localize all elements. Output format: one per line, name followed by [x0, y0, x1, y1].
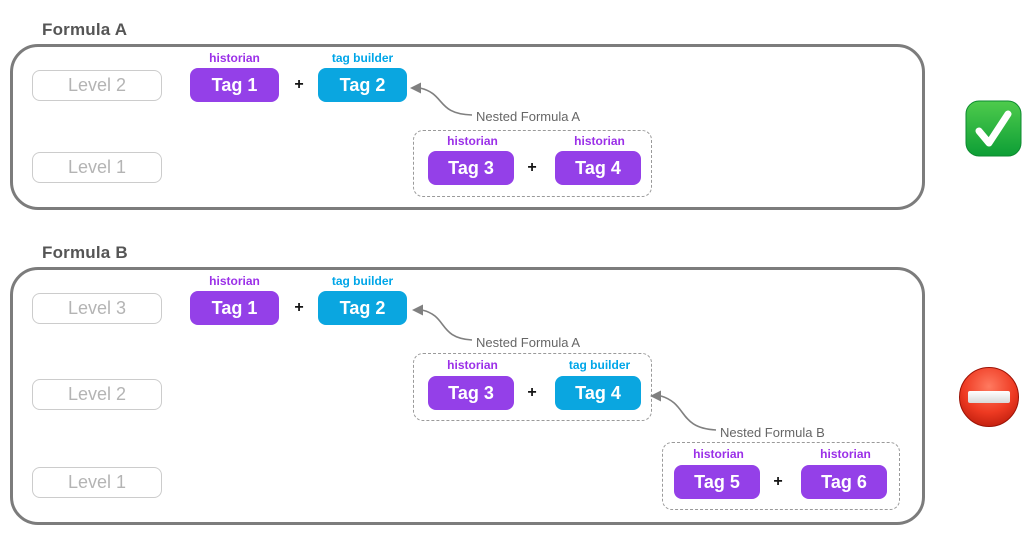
- nested-formula-a-annotation: Nested Formula A: [476, 335, 581, 350]
- plus-operator: +: [527, 384, 537, 401]
- tag-chip-tag3: Tag 3: [428, 376, 514, 410]
- nested-formula-b-annotation: Nested Formula B: [720, 425, 825, 440]
- tag-type-label-tag-builder: tag builder: [331, 51, 394, 65]
- tag-chip-tag2: Tag 2: [318, 68, 407, 102]
- check-mark-icon: [965, 100, 1022, 157]
- no-entry-icon: [959, 367, 1019, 427]
- formula-b-level-3-box: Level 3: [32, 293, 162, 324]
- tag-type-label-historian: historian: [209, 51, 260, 65]
- plus-operator: +: [294, 299, 304, 316]
- tag-chip-tag1: Tag 1: [190, 291, 279, 325]
- tag-chip-tag5: Tag 5: [674, 465, 760, 499]
- tag-chip-tag3: Tag 3: [428, 151, 514, 185]
- tag-type-label-tag-builder: tag builder: [568, 358, 631, 372]
- tag-chip-tag4: Tag 4: [555, 376, 641, 410]
- nested-formula-a-group: [413, 353, 652, 421]
- formula-b-title: Formula B: [42, 243, 128, 262]
- tag-chip-tag2: Tag 2: [318, 291, 407, 325]
- nested-formula-b-group: [662, 442, 900, 510]
- nested-formula-a-annotation: Nested Formula A: [476, 109, 581, 124]
- tag-type-label-historian: historian: [209, 274, 260, 288]
- formula-a-title: Formula A: [42, 20, 128, 39]
- plus-operator: +: [773, 473, 783, 490]
- tag-type-label-historian: historian: [574, 134, 625, 148]
- formula-b-level-2-box: Level 2: [32, 379, 162, 410]
- tag-type-label-tag-builder: tag builder: [331, 274, 394, 288]
- tag-chip-tag6: Tag 6: [801, 465, 887, 499]
- tag-type-label-historian: historian: [820, 447, 871, 461]
- formula-a-level-1-box: Level 1: [32, 152, 162, 183]
- tag-chip-tag4: Tag 4: [555, 151, 641, 185]
- plus-operator: +: [527, 159, 537, 176]
- nested-formula-a-group: [413, 130, 652, 197]
- tag-type-label-historian: historian: [693, 447, 744, 461]
- plus-operator: +: [294, 76, 304, 93]
- formula-a-level-2-box: Level 2: [32, 70, 162, 101]
- tag-chip-tag1: Tag 1: [190, 68, 279, 102]
- tag-type-label-historian: historian: [447, 358, 498, 372]
- tag-type-label-historian: historian: [447, 134, 498, 148]
- formula-b-level-1-box: Level 1: [32, 467, 162, 498]
